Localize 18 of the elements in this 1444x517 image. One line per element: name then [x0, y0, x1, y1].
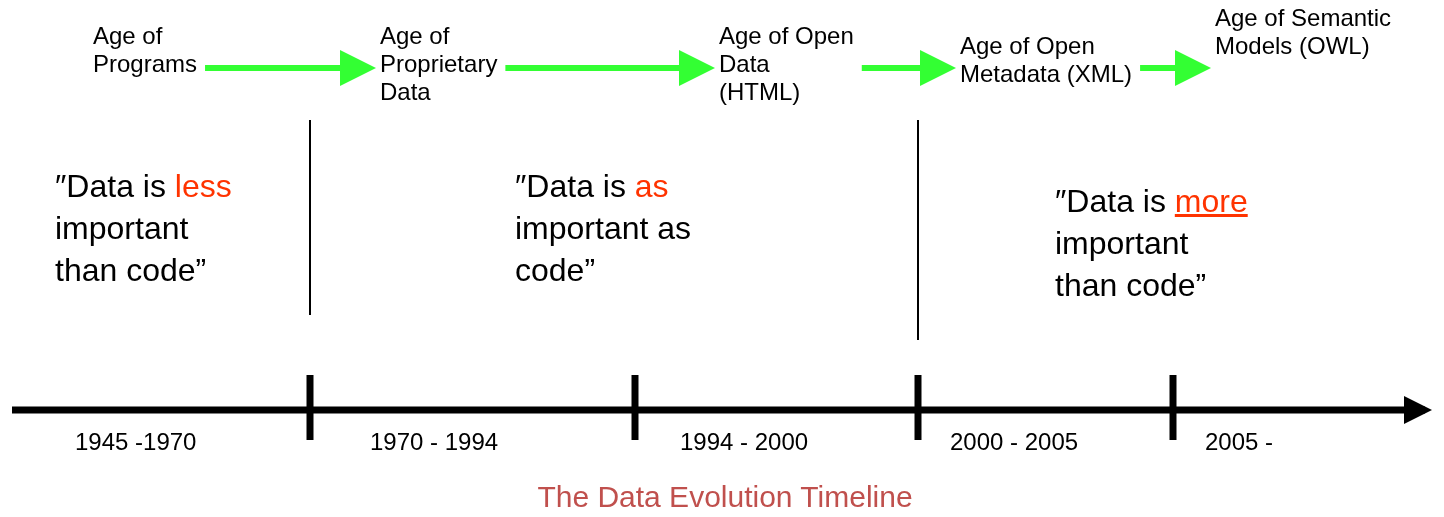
era-label: Age of Semantic Models (OWL) [1215, 4, 1415, 60]
year-range: 1970 - 1994 [370, 428, 499, 456]
quote-text: ″Data is less important than code” [55, 167, 233, 290]
arrow [1140, 50, 1211, 86]
quote-text: ″Data is as important as code” [515, 167, 693, 290]
year-range: 2000 - 2005 [950, 428, 1079, 456]
era-label: Age of Proprietary Data [380, 22, 530, 106]
era-label: Age of Open Data (HTML) [719, 22, 854, 106]
year-range: 1945 -1970 [75, 428, 197, 456]
arrow [205, 50, 376, 86]
quote-text: ″Data is more important than code” [1055, 182, 1249, 305]
arrow [861, 50, 956, 86]
year-range: 2005 - [1205, 428, 1274, 456]
era-label: Age of Open Metadata (XML) [960, 32, 1175, 88]
era-label: Age of Programs [93, 22, 233, 78]
year-range: 1994 - 2000 [680, 428, 809, 456]
arrow [505, 50, 715, 86]
caption: The Data Evolution Timeline [537, 480, 913, 514]
